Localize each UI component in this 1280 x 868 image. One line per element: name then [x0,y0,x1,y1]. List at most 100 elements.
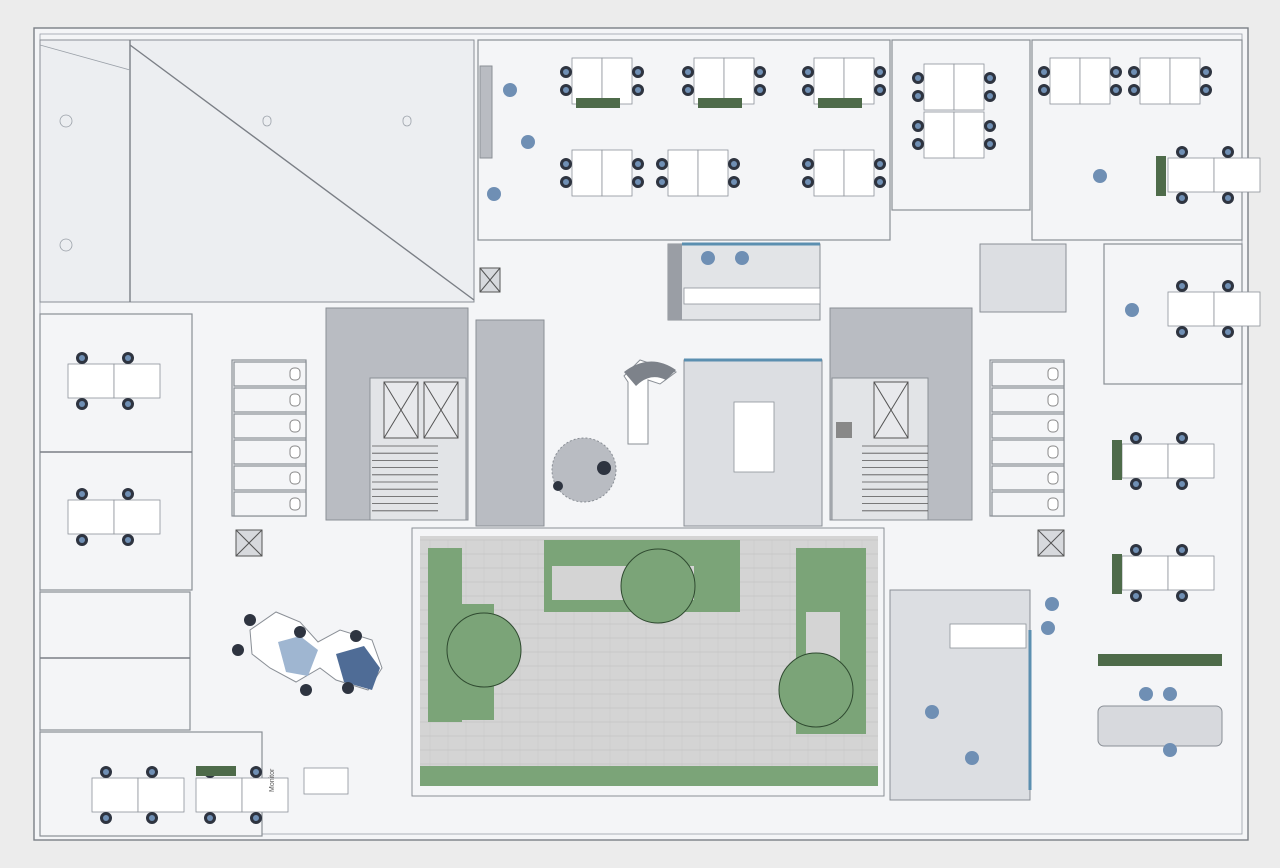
courtyard-garden [411,527,885,797]
chair-seat [987,123,993,129]
chair-seat [987,141,993,147]
desk-surface [571,57,603,105]
chair-seat [1131,87,1137,93]
chair-icon [503,83,517,97]
desk-surface [843,57,875,105]
desk-surface [1167,157,1215,193]
desk-surface [67,363,115,399]
toilet-bowl [289,393,301,407]
desk-surface [1169,57,1201,105]
chair-seat [563,69,569,75]
atrium-void [39,39,475,303]
desk-surface [843,149,875,197]
chair-seat [685,87,691,93]
chair-icon [1163,743,1177,757]
desk-surface [1079,57,1111,105]
chair-icon [244,614,256,626]
chair-seat [103,815,109,821]
chair-icon [1045,597,1059,611]
toilet-bowl [1047,419,1059,433]
desk-surface [1213,291,1261,327]
plant-icon [196,98,1222,776]
chair-icon [965,751,979,765]
chair-icon [350,630,362,642]
desk-surface [693,57,725,105]
chair-seat [1179,481,1185,487]
desk-surface [195,777,243,813]
toilet-bowl [1047,393,1059,407]
desk-icon [682,57,766,105]
chair-icon [232,644,244,656]
chair-seat [685,69,691,75]
toilet-bowl [1047,367,1059,381]
chair-seat [1225,283,1231,289]
desk-surface [571,149,603,197]
desk-surface [1139,57,1171,105]
desk-icon [1121,544,1215,602]
workstation-pods [67,57,1261,824]
desk-surface [1213,157,1261,193]
toilet-bowl [1047,471,1059,485]
chair-icon [342,682,354,694]
stair-icon [372,445,438,512]
chair-seat [877,161,883,167]
chair-seat [1131,69,1137,75]
desk-surface [601,57,633,105]
chair-seat [253,815,259,821]
chair-seat [1225,149,1231,155]
chair-icon [1163,687,1177,701]
chair-icon [521,135,535,149]
reception [551,359,678,503]
toilet-bowl [289,471,301,485]
chair-icon [1125,303,1139,317]
chair-seat [1203,87,1209,93]
chair-seat [79,401,85,407]
chair-seat [1133,593,1139,599]
desk-icon [67,488,161,546]
chair-seat [915,93,921,99]
chair-icon [1093,169,1107,183]
desk-icon [91,766,185,824]
chair-seat [659,179,665,185]
toilet-bowl [1047,445,1059,459]
chair-seat [805,161,811,167]
desk-icon [1128,57,1212,105]
desk-icon [1121,432,1215,490]
chair-seat [1179,195,1185,201]
chair-icon [1139,687,1153,701]
chair-seat [877,87,883,93]
chair-seat [79,491,85,497]
chair-seat [987,75,993,81]
desk-surface [1167,291,1215,327]
toilet-icon [233,361,307,517]
chair-icon [294,626,306,638]
chair-seat [731,161,737,167]
toilet-bowl [289,497,301,511]
elevator-icon [235,267,1065,557]
core-east [829,307,973,521]
chair-seat [915,141,921,147]
desk-icon [1167,146,1261,204]
chair-seat [1225,195,1231,201]
chair-seat [1133,481,1139,487]
chair-icon [925,705,939,719]
chair-seat [805,69,811,75]
chair-seat [103,769,109,775]
chair-seat [149,815,155,821]
east-offices [889,243,1243,801]
chair-seat [1179,283,1185,289]
desk-icon [560,57,644,105]
chair-seat [149,769,155,775]
chair-seat [1179,149,1185,155]
desk-surface [953,63,985,111]
chair-seat [563,161,569,167]
chair-seat [635,87,641,93]
chair-seat [1179,435,1185,441]
chair-icon [735,251,749,265]
chair-seat [1179,329,1185,335]
chair-seat [125,491,131,497]
toilet-bowl [289,445,301,459]
monitor-label: Monitor [269,768,276,792]
desk-icon [802,149,886,197]
chair-seat [1203,69,1209,75]
